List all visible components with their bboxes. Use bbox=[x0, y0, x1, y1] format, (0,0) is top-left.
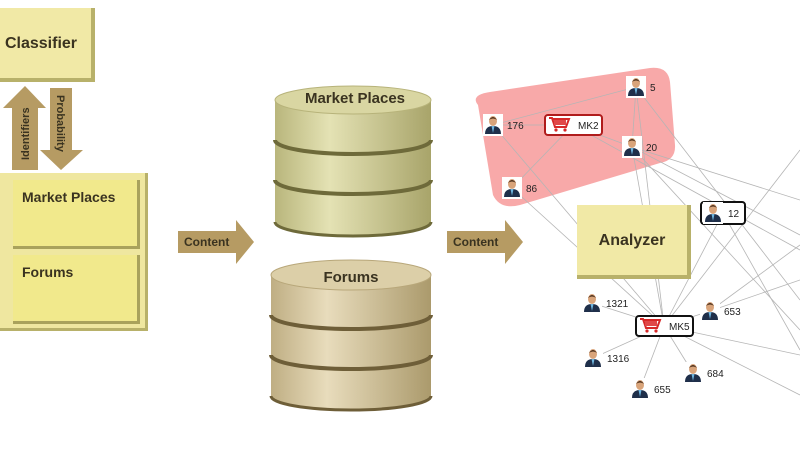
user-node-1321[interactable]: 1321 bbox=[582, 292, 629, 314]
graph-edge bbox=[631, 146, 800, 201]
graph-edge bbox=[572, 124, 800, 251]
graph-edge bbox=[709, 279, 800, 312]
node-label: 20 bbox=[646, 143, 658, 154]
content-arrow-left: Content bbox=[178, 220, 254, 264]
user-icon bbox=[582, 292, 602, 314]
highlighted-cluster bbox=[475, 67, 676, 207]
shopping-cart-icon bbox=[549, 117, 571, 132]
node-label: MK5 bbox=[669, 322, 690, 333]
classifier-box: Classifier bbox=[0, 8, 95, 82]
user-icon bbox=[483, 114, 503, 136]
node-label: 655 bbox=[654, 385, 671, 396]
shopping-cart-icon bbox=[640, 318, 662, 333]
user-node-684[interactable]: 684 bbox=[683, 362, 724, 384]
node-label: 1316 bbox=[607, 354, 630, 365]
identifiers-label: Identifiers bbox=[20, 107, 32, 160]
node-label: 1321 bbox=[606, 299, 629, 310]
user-node-176[interactable]: 176 bbox=[483, 114, 524, 136]
graph-edge bbox=[722, 212, 800, 351]
sources-market-places: Market Places bbox=[13, 180, 140, 249]
user-icon bbox=[700, 300, 720, 322]
user-node-12[interactable]: 12 bbox=[700, 201, 746, 225]
sources-forums-label: Forums bbox=[22, 264, 74, 280]
probability-label: Probability bbox=[54, 95, 66, 153]
identifiers-arrow: Identifiers bbox=[3, 86, 46, 170]
market-places-database: Market Places bbox=[273, 85, 433, 238]
user-icon bbox=[626, 76, 646, 98]
classifier-label: Classifier bbox=[5, 35, 77, 52]
content-right-label: Content bbox=[453, 235, 498, 249]
sources-box: Market Places Forums bbox=[0, 173, 148, 331]
analyzer-box: Analyzer bbox=[577, 205, 691, 279]
node-label: 86 bbox=[526, 184, 538, 195]
graph-edge bbox=[492, 86, 637, 126]
sources-forums: Forums bbox=[13, 255, 140, 324]
marketplace-node-mk2[interactable]: MK2 bbox=[544, 114, 603, 136]
graph-edge bbox=[709, 244, 800, 312]
user-icon bbox=[502, 177, 522, 199]
analyzer-label: Analyzer bbox=[599, 232, 666, 249]
sources-market-places-label: Market Places bbox=[22, 189, 116, 205]
user-node-86[interactable]: 86 bbox=[502, 177, 538, 199]
content-arrow-right: Content bbox=[447, 220, 523, 264]
graph-edge bbox=[631, 146, 800, 331]
user-icon bbox=[703, 202, 723, 224]
user-icon bbox=[622, 136, 642, 158]
node-label: 12 bbox=[728, 209, 740, 220]
node-label: 684 bbox=[707, 369, 724, 380]
marketplace-node-mk5[interactable]: MK5 bbox=[635, 315, 694, 337]
graph-edge bbox=[663, 212, 724, 327]
probability-arrow: Probability bbox=[40, 88, 83, 170]
graph-edge bbox=[663, 325, 800, 396]
graph-edge bbox=[635, 86, 800, 301]
user-icon bbox=[630, 378, 650, 400]
user-node-653[interactable]: 653 bbox=[700, 300, 741, 322]
user-node-20[interactable]: 20 bbox=[622, 136, 658, 158]
node-label: 5 bbox=[650, 83, 656, 94]
forums-db-label: Forums bbox=[323, 269, 378, 286]
node-label: MK2 bbox=[578, 121, 599, 132]
graph-edge bbox=[663, 149, 800, 327]
content-left-label: Content bbox=[184, 235, 229, 249]
user-icon bbox=[683, 362, 703, 384]
market-places-db-label: Market Places bbox=[305, 90, 405, 107]
user-node-655[interactable]: 655 bbox=[630, 378, 671, 400]
node-label: 176 bbox=[507, 121, 524, 132]
user-node-1316[interactable]: 1316 bbox=[583, 347, 630, 369]
user-icon bbox=[583, 347, 603, 369]
forums-database: Forums bbox=[269, 259, 433, 412]
user-node-5[interactable]: 5 bbox=[626, 76, 656, 98]
node-label: 653 bbox=[724, 307, 741, 318]
